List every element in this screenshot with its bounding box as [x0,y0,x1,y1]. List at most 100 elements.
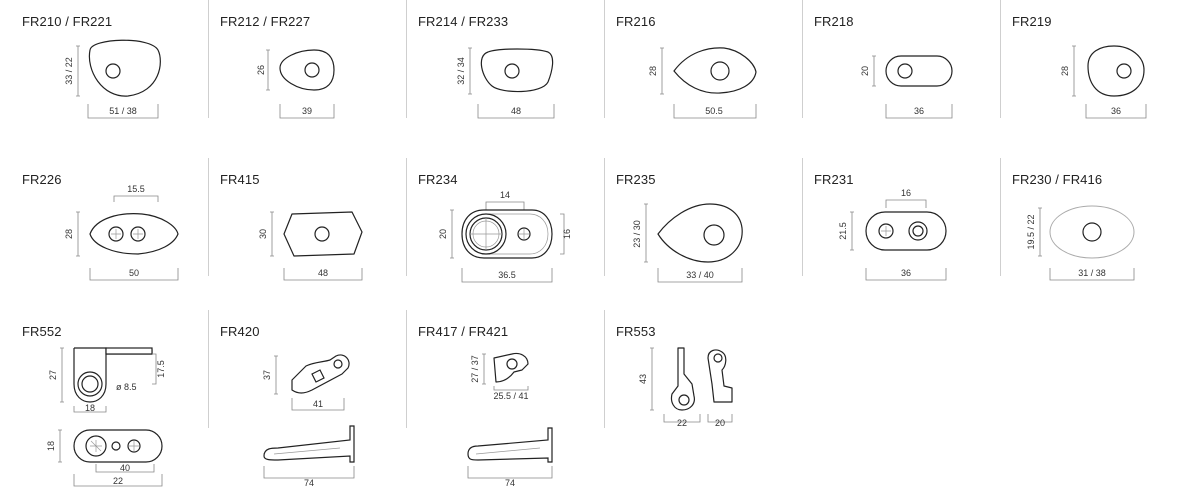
pitch-dimension-line [485,201,525,212]
inner-outline [486,213,549,255]
bracket-hole [678,394,690,406]
height-dimension-line [450,209,454,259]
width-dimension-line [885,104,953,119]
height-dimension-label: 26 [256,65,266,75]
width-dimension-label: 36 [1111,106,1121,116]
width-dimension-label: 39 [302,106,312,116]
bracket-front-outline [707,349,733,403]
side-dimension-line [560,213,565,255]
part-hole [710,61,730,81]
side-dimension-label: 16 [562,229,572,239]
part-hole [314,226,330,242]
part-drawing-fr219: 28 36 [1060,45,1147,119]
arm-outline [263,425,355,463]
hole-crosshair [111,229,121,239]
part-drawing-fr415: 30 48 [258,211,363,281]
part-title: FR214 / FR233 [418,14,509,29]
side-width-label: 22 [677,418,687,428]
part-cell-fr417: FR417 / FR421 27 / 37 25.5 / 41 74 [406,310,604,500]
part-outline [865,211,947,251]
part-outline [1087,45,1145,97]
part-outline [657,203,743,263]
part-hole [105,63,121,79]
width-dimension-line [493,386,529,391]
width-dimension-label: 48 [511,106,521,116]
part-title: FR216 [616,14,656,29]
height-dimension-label: 28 [648,66,658,76]
height-dimension-label: 19.5 / 22 [1026,214,1036,249]
part-title: FR417 / FR421 [418,324,509,339]
height-dimension-line [1072,45,1076,97]
width-dimension-line [291,398,345,411]
part-hole [504,63,520,79]
part-cell-fr210: FR210 / FR221 33 / 22 51 / 38 [10,0,208,150]
part-hole [304,62,320,78]
height-dimension-label: 33 / 22 [64,57,74,85]
arm-length-label: 74 [505,478,515,488]
part-cell-fr230: FR230 / FR416 19.5 / 22 31 / 38 [1000,158,1198,308]
width-dimension-line [279,104,335,119]
part-drawing-fr230: 19.5 / 22 31 / 38 [1026,205,1135,281]
part-drawing-fr553: 43 22 20 [638,347,733,428]
height-dimension-label: 27 [48,370,58,380]
part-cell-fr212: FR212 / FR227 26 39 [208,0,406,150]
width-dimension-line [477,104,555,119]
height-dimension-label: 28 [1060,66,1070,76]
plate-pitch-dimension-line [95,464,155,473]
pitch-dimension-label: 16 [901,188,911,198]
width-dimension-label: 31 / 38 [1078,268,1106,278]
bracket-hole-inner [81,375,99,393]
arm-length-label: 74 [304,478,314,488]
part-cell-fr553: FR553 43 22 20 [604,310,802,500]
plate-width-label: 22 [113,476,123,486]
part-title: FR553 [616,324,656,339]
part-hole [1116,63,1132,79]
part-cell-fr234: FR234 14 20 16 36.5 [406,158,604,308]
hole-crosshair [90,440,102,452]
bracket-width-label: 18 [85,403,95,413]
width-dimension-label: 48 [318,268,328,278]
width-dimension-line [1049,268,1135,281]
part-cell-fr214: FR214 / FR233 32 / 34 48 [406,0,604,150]
front-width-dimension-line [707,414,733,423]
part-drawing-fr234: 14 20 16 36.5 [438,190,572,283]
part-drawing-fr417: 27 / 37 25.5 / 41 74 [467,352,553,488]
part-title: FR552 [22,324,62,339]
pitch-dimension-line [885,199,927,208]
plate-height-label: 18 [46,441,56,451]
height-dimension-line [270,211,274,257]
part-drawing-fr214: 32 / 34 48 [456,47,555,119]
height-dimension-line [60,347,64,403]
part-drawing-fr210: 33 / 22 51 / 38 [64,39,161,119]
height-dimension-label: 32 / 34 [456,57,466,85]
part-cell-fr420: FR420 37 41 74 [208,310,406,500]
height-dimension-line [872,55,876,87]
part-drawing-fr226: 15.5 28 50 [64,184,179,281]
width-dimension-line [657,268,743,283]
arm-slot [273,447,341,455]
width-dimension-label: 25.5 / 41 [493,391,528,401]
part-hole [897,63,913,79]
part-drawing-fr231: 16 21.5 36 [838,188,947,281]
width-dimension-label: 50.5 [705,106,723,116]
hole-crosshair [519,229,529,239]
part-cell-fr235: FR235 23 / 30 33 / 40 [604,158,802,308]
height-dimension-line [850,211,854,251]
width-dimension-line [87,104,159,119]
part-cell-fr216: FR216 28 50.5 [604,0,802,150]
plate-pitch-label: 40 [120,463,130,473]
side-dimension-label: 17.5 [156,360,166,378]
height-dimension-label: 43 [638,374,648,384]
part-cell-fr552: FR552 27 17.5 ø 8.5 18 18 40 22 [10,310,208,500]
bracket-side-outline [670,347,695,411]
width-dimension-line [89,268,179,281]
width-dimension-line [1085,104,1147,119]
part-cell-fr231: FR231 16 21.5 36 [802,158,1000,308]
height-dimension-label: 23 / 30 [632,220,642,248]
part-title: FR210 / FR221 [22,14,113,29]
width-dimension-label: 51 / 38 [109,106,137,116]
plate-hole-small [111,441,121,451]
bracket-front-hole [713,353,723,363]
pitch-dimension-label: 15.5 [127,184,145,194]
part-drawing-fr235: 23 / 30 33 / 40 [632,203,743,283]
